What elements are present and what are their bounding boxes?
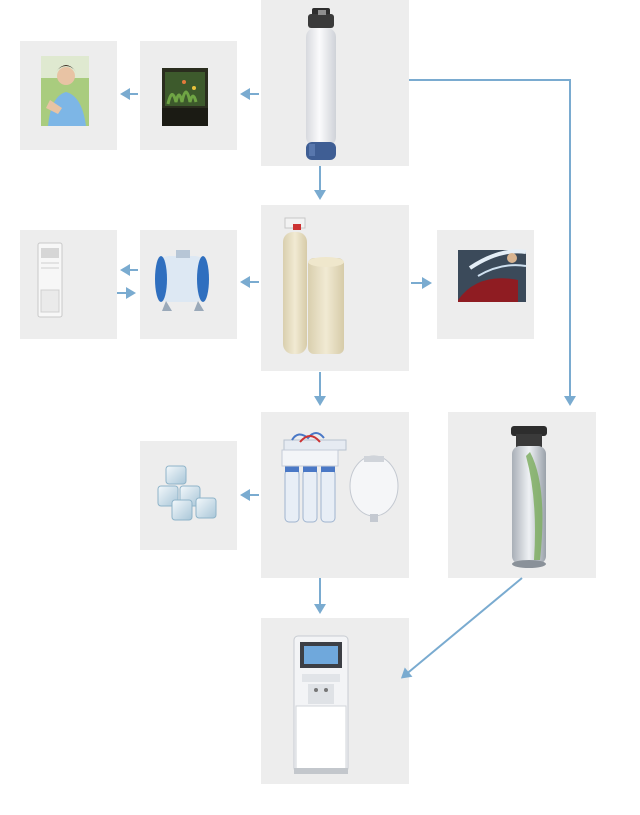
arrowhead (314, 190, 326, 200)
arrowhead (240, 276, 250, 288)
ac-unit-icon (37, 242, 63, 318)
arrow-whole-house-filter-to-aquarium (240, 88, 259, 100)
arrowhead (240, 489, 250, 501)
arrowhead (400, 667, 413, 679)
cartridge-filter-icon (511, 426, 547, 568)
node-air-conditioner (20, 230, 117, 339)
arrow-air-conditioner-to-boiler (117, 287, 136, 299)
arrow-boiler-to-air-conditioner (120, 264, 138, 276)
arrow-water-softener-to-ro-system (314, 372, 326, 406)
arrow-water-softener-to-car-wash (411, 277, 432, 289)
arrowhead (126, 287, 136, 299)
car-wash-icon (458, 249, 527, 302)
arrow-whole-house-filter-to-undersink-filter (409, 79, 576, 406)
arrowhead (240, 88, 250, 100)
arrowhead (314, 604, 326, 614)
woman-photo-icon (41, 56, 89, 126)
ro-system-icon (281, 432, 399, 523)
arrow-whole-house-filter-to-water-softener (314, 166, 326, 200)
arrow-undersink-filter-to-water-dispenser (400, 577, 523, 679)
arrowhead (120, 88, 130, 100)
aquarium-icon (162, 68, 208, 126)
arrow-ro-system-to-ice-cubes (240, 489, 259, 501)
arrow-water-softener-to-boiler (240, 276, 259, 288)
ice-cubes-icon (157, 465, 217, 521)
arrow-ro-system-to-water-dispenser (314, 578, 326, 614)
arrow-aquarium-to-person-photo (120, 88, 138, 100)
dispenser-icon (293, 635, 349, 774)
arrowhead (564, 396, 576, 406)
arrowhead (422, 277, 432, 289)
softener-icon (283, 217, 344, 354)
arrowhead (314, 396, 326, 406)
filter-tank-icon (306, 8, 336, 160)
boiler-icon (155, 250, 209, 311)
arrowhead (120, 264, 130, 276)
edges-layer (117, 79, 576, 679)
